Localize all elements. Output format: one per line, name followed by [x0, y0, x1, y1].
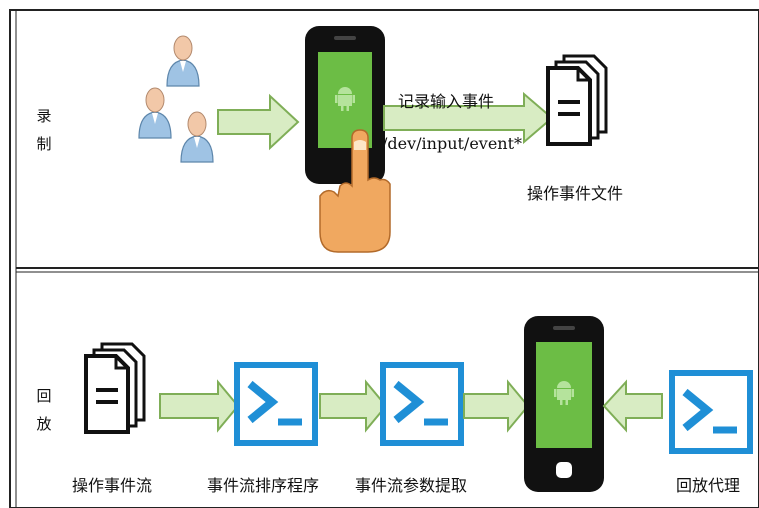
replay-side-label-line1: 回: [36, 387, 52, 405]
event-file-label: 操作事件文件: [527, 184, 624, 203]
arrow-phone-to-file: [383, 91, 554, 145]
event-stream-file-icon: [84, 342, 146, 434]
record-side-label-line1: 录: [36, 107, 52, 125]
agent-terminal-icon: [672, 373, 750, 451]
arrow-agent-to-phone: [602, 379, 663, 433]
record-side-label-line2: 制: [36, 135, 52, 153]
extractor-terminal-icon: [383, 365, 461, 443]
replay-side-label: 回 放: [34, 382, 54, 438]
device-path-label: /dev/input/event*: [382, 134, 523, 153]
sorter-terminal-icon: [237, 365, 315, 443]
phone-replay-icon: [524, 316, 604, 492]
extractor-label: 事件流参数提取: [355, 476, 468, 495]
record-input-events-label: 记录输入事件: [398, 92, 495, 111]
arrow-stream-to-sorter: [159, 379, 240, 433]
event-file-icon: [546, 54, 608, 146]
arrow-users-to-phone: [217, 93, 300, 151]
record-side-label: 录 制: [34, 102, 54, 158]
event-stream-label: 操作事件流: [72, 476, 153, 495]
phone-record-icon: [305, 26, 385, 184]
diagram-frame: [9, 9, 759, 508]
arrow-sorter-to-extractor: [319, 379, 388, 433]
sorter-label: 事件流排序程序: [207, 476, 320, 495]
agent-label: 回放代理: [676, 476, 741, 495]
touching-hand-icon: [319, 129, 391, 253]
arrow-extractor-to-phone: [463, 379, 530, 433]
replay-side-label-line2: 放: [36, 415, 52, 433]
users-icon: [138, 35, 214, 163]
